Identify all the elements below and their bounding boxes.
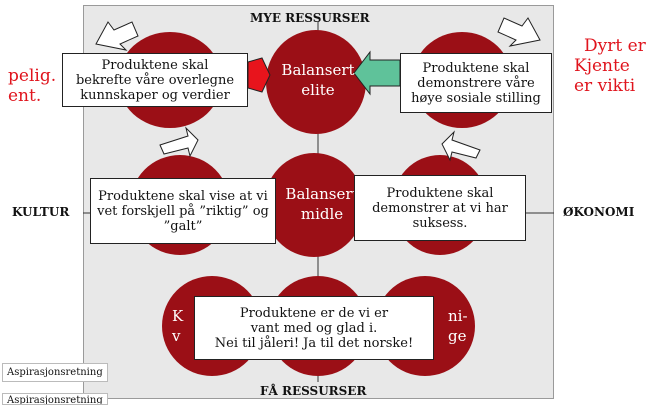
box-line: høye sosiale stilling [411,90,541,106]
side-text-line: Dyrt er [584,36,646,56]
ellipse-label-line: K [172,307,184,325]
side-text-line: er vikti [574,76,636,96]
side-text-line: pelig. [8,66,57,86]
aspiration-label-cut: Aspirasjonsretning [2,393,108,405]
box-line: Nei til jåleri! Ja til det norske! [214,335,414,351]
box-line: demonstrer at vi har [372,200,508,216]
red-arrow [247,57,271,93]
ellipse-label-bottom-left: K v [172,306,192,346]
axis-label-bottom: FÅ RESSURSER [260,384,367,398]
ellipse-label-line: Balansert [281,61,355,79]
box-line: vet forskjell på ”riktig” og [97,203,269,219]
box-line: kunnskaper og verdier [80,87,230,103]
box-line: bekrefte våre overlegne [75,72,235,88]
box-line: Produktene skal vise at vi [98,188,268,204]
box-line: demonstrere våre [417,75,535,91]
side-text-right: Dyrt er Kjente er vikti [574,36,646,96]
side-text-line: Kjente [574,56,630,76]
box-line: Produktene skal [101,57,209,73]
axis-label-top: MYE RESSURSER [250,11,370,25]
axis-label-right: ØKONOMI [563,205,635,219]
ellipse-label-line: ge [448,327,467,345]
box-line: Produktene skal [386,185,494,201]
aspiration-label: Aspirasjonsretning [2,363,108,382]
ellipse-label-line: elite [301,81,335,99]
green-arrow [353,50,401,96]
ellipse-label-balanced-elite: Balansert elite [276,60,360,100]
ellipse-top-center [266,30,366,134]
box-line: ”galt” [163,218,203,234]
box-bottom: Produktene er de vi er vant med og glad … [194,296,434,360]
side-text-left: pelig. ent. [8,66,56,106]
aspiration-arrow-top-left [95,21,139,51]
ellipse-label-balanced-middle: Balansert midle [280,184,364,224]
ellipse-label-bottom-right: ni- ge [448,306,484,346]
ellipse-label-line: midle [300,205,344,223]
box-middle-right: Produktene skal demonstrer at vi har suk… [354,175,526,241]
aspiration-arrow-mid-right [441,130,481,162]
box-top-right: Produktene skal demonstrere våre høye so… [400,53,552,113]
aspiration-arrow-mid-left [159,126,199,158]
ellipse-label-line: ni- [448,307,468,325]
box-line: Produktene er de vi er [239,305,389,321]
axis-label-left: KULTUR [12,205,70,219]
box-line: vant med og glad i. [250,320,378,336]
box-middle-left: Produktene skal vise at vi vet forskjell… [90,178,276,244]
ellipse-label-line: v [172,327,181,345]
box-top-left: Produktene skal bekrefte våre overlegne … [62,53,248,107]
side-text-line: ent. [8,86,42,106]
ellipse-label-line: Balansert [285,185,359,203]
aspiration-arrow-top-right [497,17,541,47]
box-line: suksess. [412,215,468,231]
box-line: Produktene skal [422,60,530,76]
ellipse-middle-center [264,153,364,257]
